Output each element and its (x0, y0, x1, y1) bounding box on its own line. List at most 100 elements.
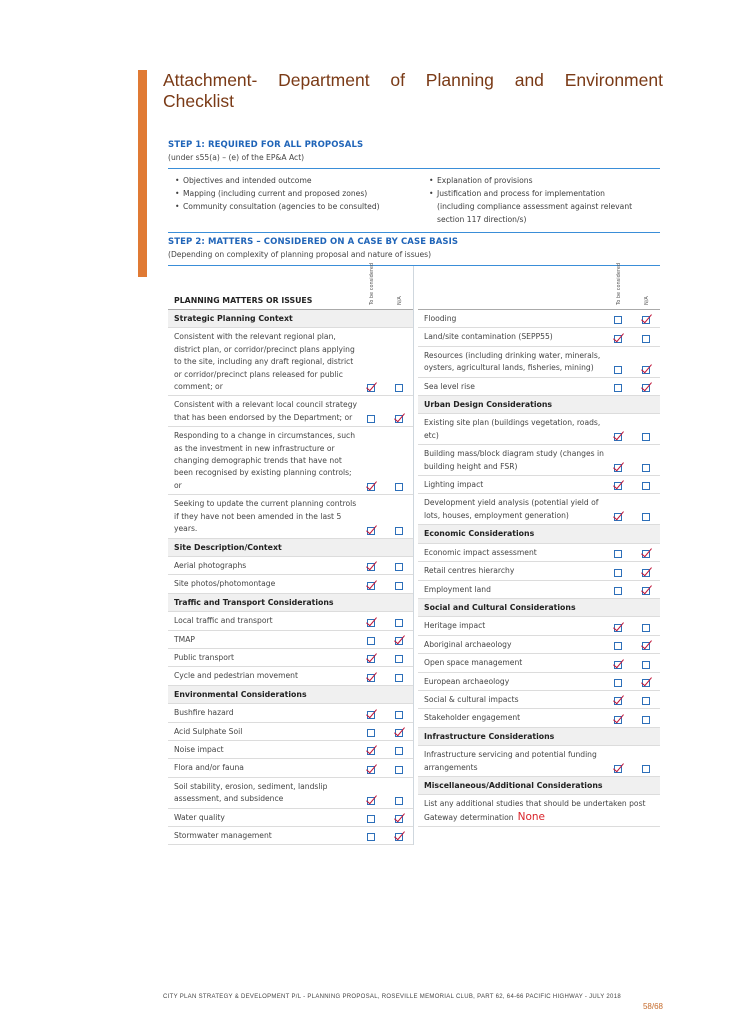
na-checkbox[interactable] (642, 464, 651, 473)
considered-checkbox[interactable] (367, 581, 376, 590)
section-title: Traffic and Transport Considerations (174, 597, 334, 607)
na-checkbox[interactable] (395, 581, 404, 590)
considered-checkbox[interactable] (614, 586, 623, 595)
considered-checkbox[interactable] (614, 433, 623, 442)
row-label: Aerial photographs (174, 560, 247, 570)
na-checkbox[interactable] (395, 483, 404, 492)
na-checkbox[interactable] (642, 513, 651, 522)
considered-checkbox[interactable] (614, 764, 623, 773)
considered-checkbox[interactable] (367, 728, 376, 737)
na-checkbox[interactable] (642, 715, 651, 724)
na-checkbox[interactable] (395, 673, 404, 682)
considered-checkbox[interactable] (614, 678, 623, 687)
row-label: TMAP (174, 634, 195, 644)
planning-matters-table: PLANNING MATTERS OR ISSUES To be conside… (168, 263, 660, 846)
table-row: Consistent with the relevant regional pl… (168, 328, 413, 397)
na-checkbox[interactable] (642, 433, 651, 442)
considered-checkbox[interactable] (367, 710, 376, 719)
considered-checkbox[interactable] (367, 636, 376, 645)
table-row: Social & cultural impacts (418, 691, 660, 710)
na-checkbox[interactable] (395, 384, 404, 393)
considered-checkbox[interactable] (614, 715, 623, 724)
considered-checkbox[interactable] (614, 697, 623, 706)
considered-checkbox[interactable] (614, 365, 623, 374)
considered-checkbox[interactable] (614, 623, 623, 632)
step2-header: STEP 2: MATTERS – CONSIDERED ON A CASE B… (168, 232, 660, 259)
na-checkbox[interactable] (395, 636, 404, 645)
na-checkbox[interactable] (395, 618, 404, 627)
considered-checkbox[interactable] (367, 483, 376, 492)
na-checkbox[interactable] (395, 815, 404, 823)
section-header: Traffic and Transport Considerations (168, 593, 413, 613)
considered-checkbox[interactable] (367, 815, 376, 823)
na-checkbox[interactable] (395, 415, 404, 424)
table-row: Resources (including drinking water, min… (418, 347, 660, 378)
na-checkbox[interactable] (642, 482, 651, 491)
considered-checkbox[interactable] (367, 765, 376, 774)
considered-checkbox[interactable] (614, 316, 623, 325)
table-row: Economic impact assessment (418, 544, 660, 563)
considered-checkbox[interactable] (614, 660, 623, 669)
na-checkbox[interactable] (642, 697, 651, 706)
considered-checkbox[interactable] (614, 384, 623, 393)
table-row: Acid Sulphate Soil (168, 723, 413, 741)
table-heading: PLANNING MATTERS OR ISSUES (174, 296, 313, 305)
na-checkbox[interactable] (642, 678, 651, 687)
accent-bar (138, 70, 147, 277)
considered-checkbox[interactable] (614, 482, 623, 491)
na-checkbox[interactable] (395, 728, 404, 737)
table-row: Open space management (418, 654, 660, 673)
considered-checkbox[interactable] (367, 526, 376, 535)
row-label: Noise impact (174, 744, 224, 754)
page-number: 58/68 (642, 1002, 663, 1011)
na-checkbox[interactable] (395, 563, 404, 572)
considered-checkbox[interactable] (367, 415, 376, 424)
considered-checkbox[interactable] (367, 673, 376, 682)
considered-checkbox[interactable] (614, 513, 623, 522)
row-label: Heritage impact (424, 621, 486, 631)
considered-checkbox[interactable] (367, 833, 376, 842)
table-row: Stormwater management (168, 827, 413, 846)
row-label: Lighting impact (424, 480, 484, 490)
row-label: Site photos/photomontage (174, 579, 276, 589)
na-checkbox[interactable] (642, 642, 651, 651)
considered-checkbox[interactable] (367, 796, 376, 805)
row-label: Consistent with the relevant regional pl… (174, 332, 355, 392)
na-checkbox[interactable] (642, 764, 651, 773)
table-row: Employment land (418, 581, 660, 599)
considered-checkbox[interactable] (614, 464, 623, 473)
na-checkbox[interactable] (642, 316, 651, 325)
na-checkbox[interactable] (395, 710, 404, 719)
row-label: Infrastructure servicing and potential f… (424, 750, 597, 772)
na-checkbox[interactable] (642, 623, 651, 632)
na-checkbox[interactable] (642, 660, 651, 669)
title-word: Environment (564, 70, 663, 90)
considered-checkbox[interactable] (614, 568, 623, 577)
na-checkbox[interactable] (395, 655, 404, 664)
considered-checkbox[interactable] (614, 550, 623, 559)
na-checkbox[interactable] (395, 833, 404, 842)
na-checkbox[interactable] (642, 586, 651, 595)
considered-checkbox[interactable] (367, 563, 376, 572)
na-checkbox[interactable] (395, 526, 404, 535)
na-checkbox[interactable] (642, 365, 651, 374)
na-checkbox[interactable] (395, 796, 404, 805)
notes-row: List any additional studies that should … (418, 795, 660, 828)
na-checkbox[interactable] (395, 747, 404, 756)
na-checkbox[interactable] (642, 334, 651, 343)
considered-checkbox[interactable] (367, 655, 376, 664)
na-checkbox[interactable] (642, 568, 651, 577)
considered-checkbox[interactable] (614, 642, 623, 651)
na-checkbox[interactable] (395, 765, 404, 774)
na-checkbox[interactable] (642, 384, 651, 393)
considered-checkbox[interactable] (367, 384, 376, 393)
step2-subtitle: (Depending on complexity of planning pro… (168, 250, 432, 259)
considered-checkbox[interactable] (367, 618, 376, 627)
table-row: Soil stability, erosion, sediment, lands… (168, 778, 413, 809)
considered-checkbox[interactable] (614, 334, 623, 343)
na-checkbox[interactable] (642, 550, 651, 559)
considered-checkbox[interactable] (367, 747, 376, 756)
section-title: Infrastructure Considerations (424, 731, 555, 741)
